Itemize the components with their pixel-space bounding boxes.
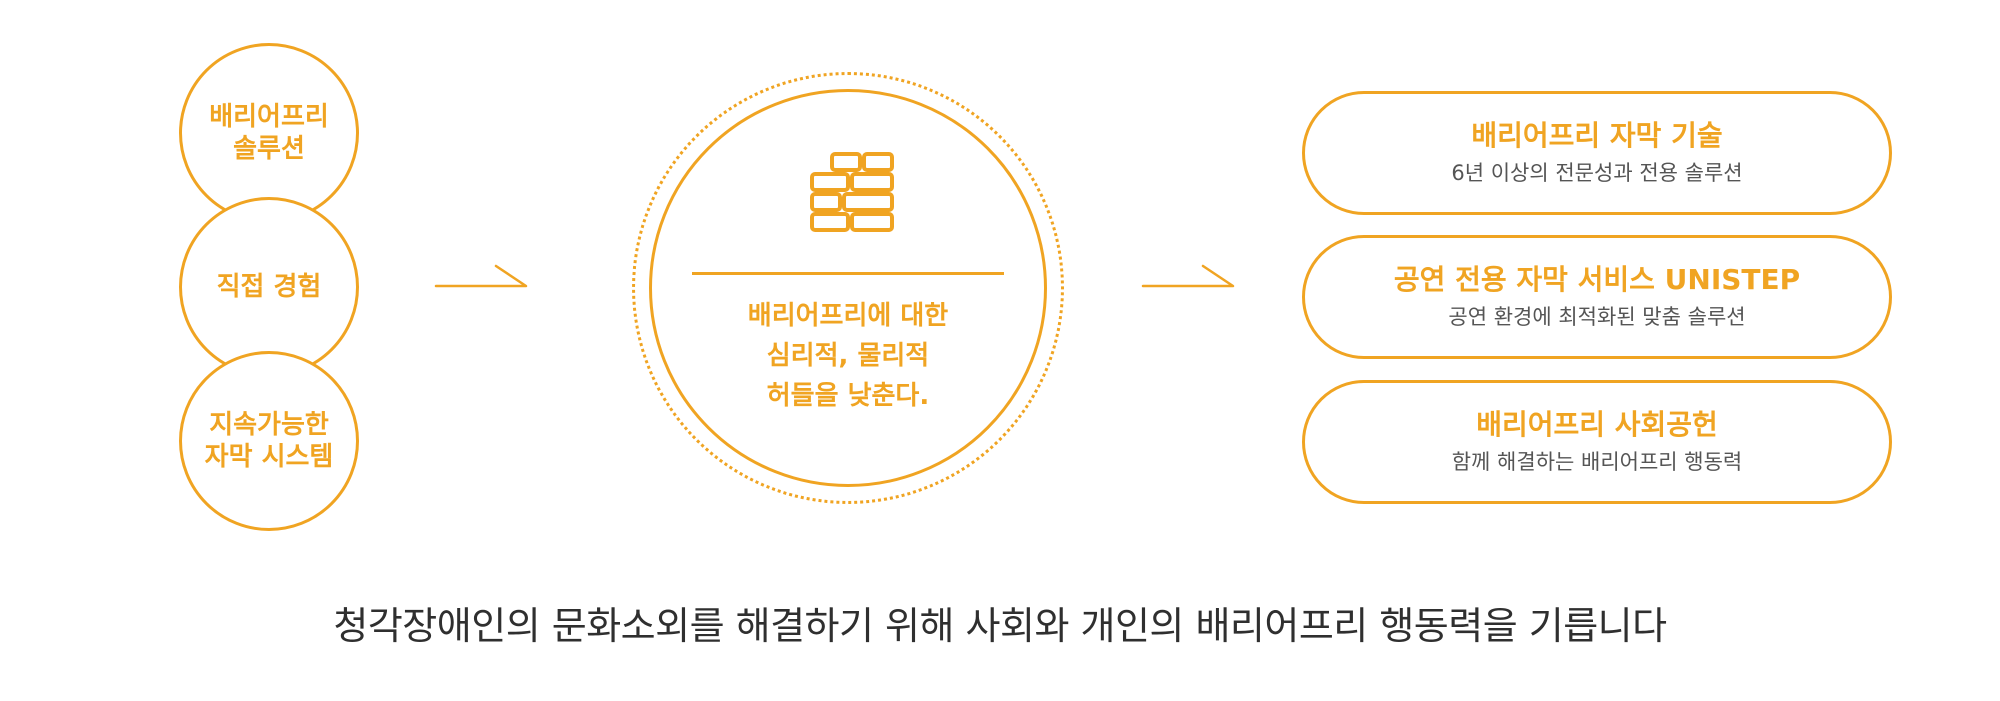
pill-social-contribution: 배리어프리 사회공헌 함께 해결하는 배리어프리 행동력 — [1302, 380, 1892, 504]
pill-subtitle: 공연 환경에 최적화된 맞춤 솔루션 — [1448, 305, 1746, 329]
center-divider — [692, 272, 1004, 275]
pill-unistep-service: 공연 전용 자막 서비스 UNISTEP 공연 환경에 최적화된 맞춤 솔루션 — [1302, 235, 1892, 359]
pill-caption-technology: 배리어프리 자막 기술 6년 이상의 전문성과 전용 솔루션 — [1302, 91, 1892, 215]
pill-title: 배리어프리 자막 기술 — [1471, 119, 1723, 152]
pill-subtitle: 6년 이상의 전문성과 전용 솔루션 — [1451, 161, 1743, 185]
center-outer-dotted-ring — [632, 72, 1064, 504]
circle-label: 지속가능한 자막 시스템 — [204, 410, 334, 472]
center-message: 배리어프리에 대한 심리적, 물리적 허들을 낮춘다. — [747, 301, 949, 411]
circle-sustainable-caption-system: 지속가능한 자막 시스템 — [179, 351, 359, 531]
circle-direct-experience: 직접 경험 — [179, 197, 359, 377]
circle-label: 배리어프리 솔루션 — [209, 102, 329, 164]
center-circle — [649, 89, 1047, 487]
arrow-right-icon — [434, 264, 528, 288]
pill-subtitle: 함께 해결하는 배리어프리 행동력 — [1451, 450, 1743, 474]
pill-title: 공연 전용 자막 서비스 UNISTEP — [1393, 263, 1801, 296]
circle-barrier-free-solution: 배리어프리 솔루션 — [179, 43, 359, 223]
pill-title: 배리어프리 사회공헌 — [1476, 408, 1718, 441]
circle-label: 직접 경험 — [216, 272, 322, 302]
arrow-right-icon — [1141, 264, 1235, 288]
bottom-caption: 청각장애인의 문화소외를 해결하기 위해 사회와 개인의 배리어프리 행동력을 … — [333, 604, 1667, 648]
brick-wall-icon — [810, 152, 894, 232]
